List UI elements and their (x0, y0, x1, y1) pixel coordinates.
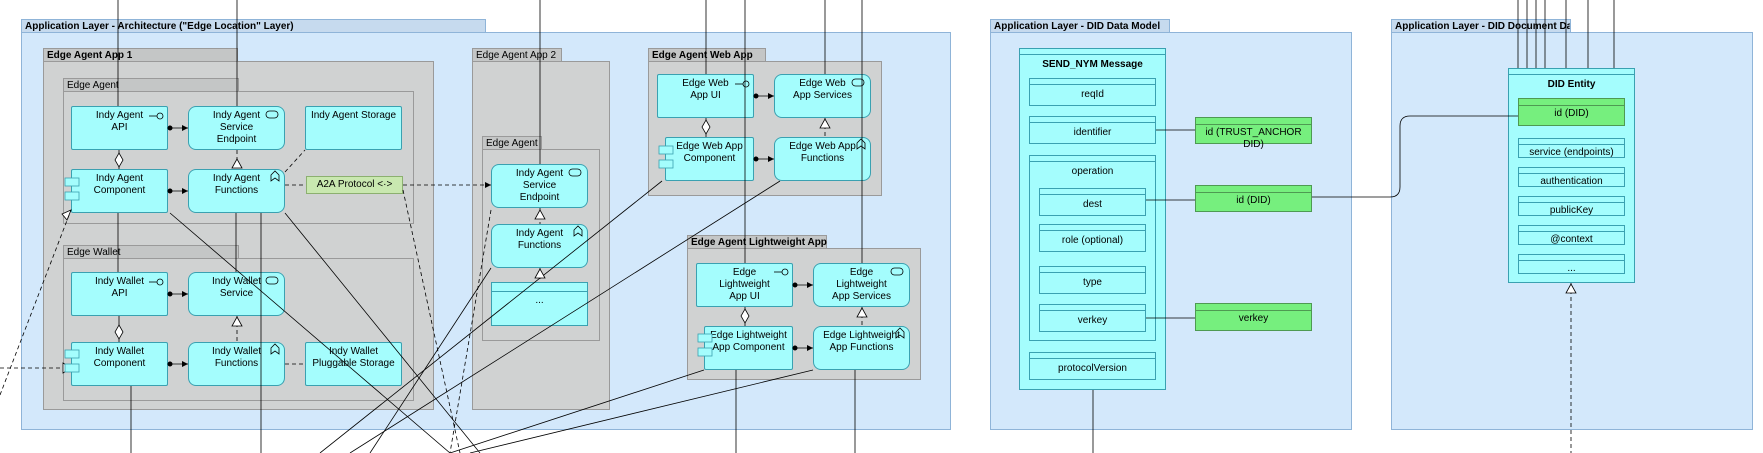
group-tab-lightweight: Edge Agent Lightweight App (687, 235, 827, 248)
indy-agent-storage[interactable]: Indy Agent Storage (305, 106, 402, 150)
did-entity-title: DID Entity (1547, 79, 1596, 90)
did-field-context[interactable]: @context (1518, 225, 1625, 245)
layer-tab-did: Application Layer - DID Data Model (990, 19, 1170, 33)
field-protocol-version[interactable]: protocolVersion (1029, 352, 1156, 380)
green-trust-anchor-did[interactable]: id (TRUST_ANCHOR DID) (1195, 117, 1312, 150)
send-nym-title: SEND_NYM Message (1042, 59, 1143, 70)
app2-more[interactable]: ... (491, 282, 588, 326)
did-field-authentication[interactable]: authentication (1518, 167, 1625, 187)
group-tab-webapp: Edge Agent Web App (648, 48, 766, 61)
group-tab-app2: Edge Agent App 2 (472, 48, 562, 61)
field-verkey[interactable]: verkey (1039, 304, 1146, 332)
layer-tab-edge: Application Layer - Architecture ("Edge … (21, 19, 486, 33)
did-field-service[interactable]: service (endpoints) (1518, 138, 1625, 158)
green-id-did[interactable]: id (DID) (1195, 185, 1312, 212)
group-tab-edge-wallet: Edge Wallet (63, 245, 239, 258)
layer-tab-diddoc: Application Layer - DID Document Data Mo… (1391, 19, 1571, 33)
field-type[interactable]: type (1039, 266, 1146, 294)
field-reqid[interactable]: reqId (1029, 78, 1156, 106)
did-entity-id[interactable]: id (DID) (1518, 98, 1625, 126)
field-dest[interactable]: dest (1039, 188, 1146, 216)
green-verkey[interactable]: verkey (1195, 303, 1312, 331)
group-tab-app2-agent: Edge Agent (482, 136, 542, 149)
field-role[interactable]: role (optional) (1039, 224, 1146, 252)
did-field-more[interactable]: ... (1518, 254, 1625, 274)
did-field-publickey[interactable]: publicKey (1518, 196, 1625, 216)
a2a-protocol[interactable]: A2A Protocol <·> (306, 176, 403, 194)
group-tab-app1: Edge Agent App 1 (43, 48, 238, 61)
group-tab-edge-agent: Edge Agent (63, 78, 239, 91)
field-identifier[interactable]: identifier (1029, 116, 1156, 144)
